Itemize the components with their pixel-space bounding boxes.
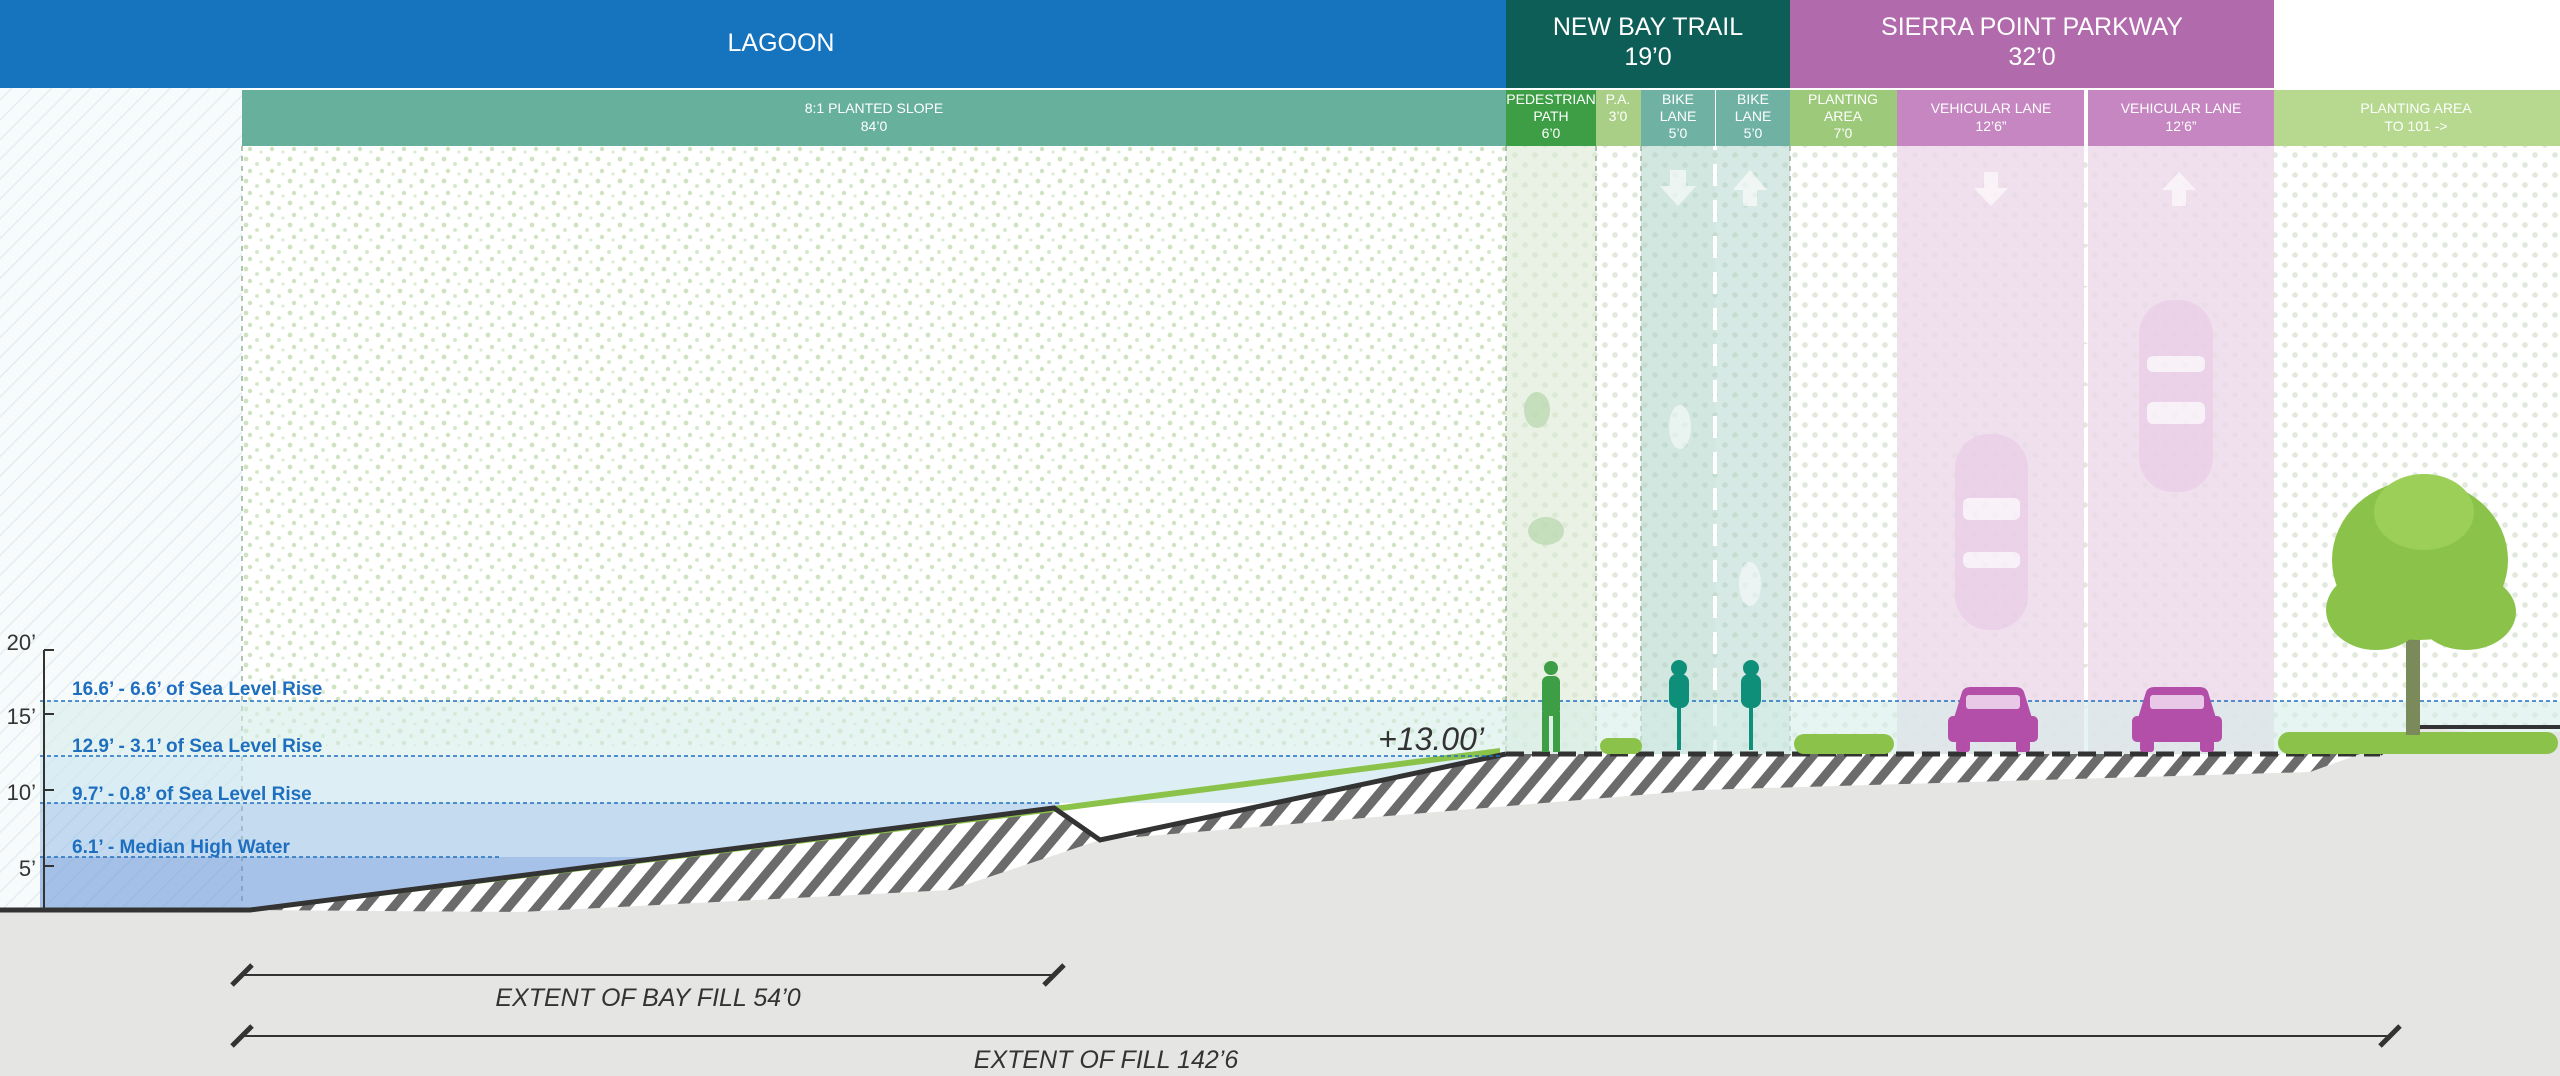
new-bay-trail-title: NEW BAY TRAIL: [1553, 13, 1743, 41]
vehicular-lane-2-label: VEHICULAR LANE: [2121, 100, 2242, 116]
planting-area-label-2: AREA: [1824, 108, 1863, 124]
bike-lane-1-bar: [1641, 90, 1715, 146]
bay-fill-dimension-line: [230, 963, 1066, 987]
new-bay-trail-header-bar: [1506, 0, 1790, 88]
median-high-water-label: 6.1’ - Median High Water: [72, 837, 290, 858]
vehicular-lane-1-bar: [1897, 90, 2084, 146]
elevation-ticks: [44, 649, 54, 867]
parkway-width: 32’0: [2008, 43, 2055, 71]
vehicular-lane-1-width: 12’6”: [1975, 118, 2006, 134]
sea-level-lines: [40, 700, 2560, 858]
tree-icon: [2326, 474, 2516, 735]
pedestrian-path-label-1: PEDESTRIAN: [1506, 91, 1595, 107]
sea-level-label-31: 12.9’ - 3.1’ of Sea Level Rise: [72, 736, 322, 757]
sea-level-label-66: 16.6’ - 6.6’ of Sea Level Rise: [72, 679, 322, 700]
pedestrian-path-bar: [1506, 90, 1596, 146]
planting-area-101-bar: [2274, 90, 2560, 146]
pedestrian-path-zone: [1506, 146, 1596, 754]
cyclist-figure-icon: [1741, 660, 1761, 750]
bay-fill-hatched-area: [250, 808, 1100, 912]
bike-lane-2-up-arrow-icon: [1733, 170, 1767, 206]
fill-dimension-line: [230, 1024, 2402, 1048]
planting-area-101-label-1: PLANTING AREA: [2360, 100, 2472, 116]
parkway-title: SIERRA POINT PARKWAY: [1881, 13, 2183, 41]
vehicular-lane-2-width: 12’6”: [2165, 118, 2196, 134]
planted-slope-texture: [242, 146, 1506, 746]
bike-lane-1-label-1: BIKE: [1662, 91, 1694, 107]
vehicular-lane-2-up-arrow-icon: [2162, 172, 2196, 206]
vehicular-lane-1-label: VEHICULAR LANE: [1931, 100, 2052, 116]
planting-area-bar: [1790, 90, 1897, 146]
cyclist-plan-view-icon: [1739, 562, 1761, 606]
sea-level-label-08: 9.7’ - 0.8’ of Sea Level Rise: [72, 784, 312, 805]
planting-shrubs: [2278, 732, 2558, 754]
elevation-tick-5: 5’: [19, 856, 36, 881]
planting-area-width: 7’0: [1834, 125, 1853, 141]
ground-section: [0, 727, 2560, 1076]
elevation-tick-20: 20’: [7, 630, 36, 655]
water-slr-66: [40, 701, 2560, 756]
bike-lane-2-label-2: LANE: [1735, 108, 1772, 124]
cyclist-plan-view-icon: [1669, 405, 1691, 449]
vehicular-lane-2-bar: [2088, 90, 2274, 146]
lagoon-header-bar: [0, 0, 1506, 88]
bike-lane-2-bar: [1716, 90, 1790, 146]
bike-lane-2-zone: [1715, 146, 1790, 754]
lagoon-label: LAGOON: [728, 29, 835, 57]
pa-width: 3’0: [1609, 108, 1628, 124]
planting-shrubs: [1600, 738, 1642, 754]
fill-extent-label: EXTENT OF FILL 142’6: [974, 1046, 1239, 1074]
cyclist-figure-icon: [1669, 660, 1689, 750]
planting-shrubs: [1794, 734, 1894, 754]
planted-slope-label: 8:1 PLANTED SLOPE: [805, 100, 944, 116]
planting-area-label-1: PLANTING: [1808, 91, 1878, 107]
elevation-label: +13.00’: [1378, 721, 1485, 757]
bike-lane-1-width: 5’0: [1669, 125, 1688, 141]
elevation-tick-10: 10’: [7, 780, 36, 805]
pedestrian-plan-view-icon: [1524, 392, 1550, 428]
parkway-header-bar: [1790, 0, 2274, 88]
bike-lane-2-label-1: BIKE: [1737, 91, 1769, 107]
bike-lane-1-label-2: LANE: [1660, 108, 1697, 124]
car-section-icon: [2132, 687, 2222, 752]
car-section-icon: [1948, 687, 2038, 752]
elevation-tick-15: 15’: [7, 704, 36, 729]
bay-fill-extent-label: EXTENT OF BAY FILL 54’0: [495, 984, 800, 1012]
vehicular-lane-1-down-arrow-icon: [1974, 172, 2008, 206]
water-slr-31: [40, 756, 1500, 803]
planting-area-101-label-2: TO 101 ->: [2384, 118, 2447, 134]
ground-surface-line: [0, 751, 1507, 913]
pa-label: P.A.: [1606, 91, 1631, 107]
pa-bar: [1596, 90, 1641, 146]
pedestrian-plan-view-icon: [1528, 517, 1564, 545]
pedestrian-path-label-2: PATH: [1533, 108, 1568, 124]
bike-lane-1-zone: [1641, 146, 1715, 754]
planted-slope-width: 84’0: [861, 118, 888, 134]
pedestrian-figure-icon: [1542, 661, 1560, 752]
car-plan-view-icon: [1955, 434, 2028, 630]
planted-slope-bar: [242, 90, 1506, 146]
bike-lane-1-down-arrow-icon: [1660, 170, 1696, 206]
bike-lane-2-width: 5’0: [1744, 125, 1763, 141]
pedestrian-path-width: 6’0: [1542, 125, 1561, 141]
car-plan-view-icon: [2139, 300, 2213, 492]
new-bay-trail-width: 19’0: [1624, 43, 1671, 71]
